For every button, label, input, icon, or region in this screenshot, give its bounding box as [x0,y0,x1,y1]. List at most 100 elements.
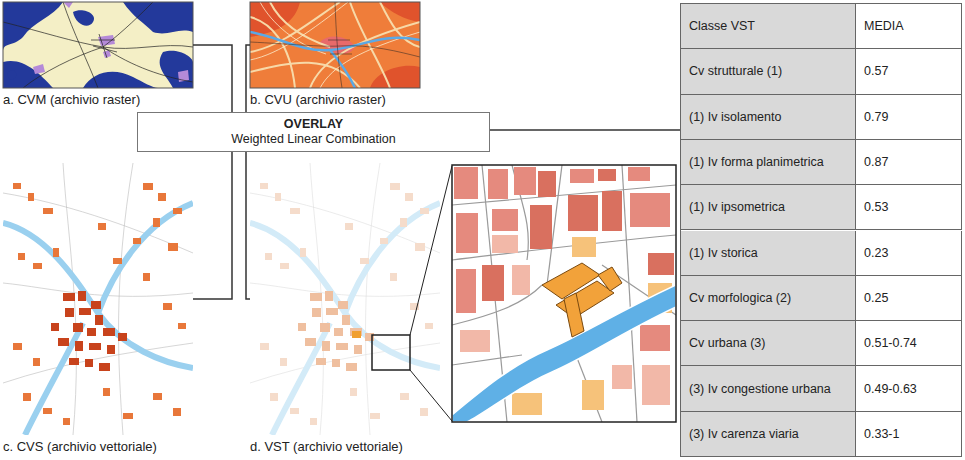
map-shape [492,235,518,253]
map-shape [103,47,193,82]
map-shape [250,32,420,88]
map-shape [250,42,420,57]
map-shape [452,235,676,260]
map-panel: d. VST (archivio vettoriale) [250,163,440,454]
map-shape [456,269,476,313]
table-value-cell: 0.53 [856,185,962,230]
map-shape [250,2,420,88]
map-shape [598,267,622,291]
panel-caption: a. CVM (archivio raster) [3,92,193,107]
map-shape [482,169,674,301]
map-shape [260,2,326,54]
table-class-cell: (3) Iv carenza viaria [681,412,856,457]
map-shape [3,163,193,435]
map-shape [452,165,676,422]
map-shape [454,167,478,199]
table-value-cell: 0.87 [856,140,962,185]
table-value-cell: 0.79 [856,95,962,140]
map-shape [250,2,420,88]
map-shape [3,2,193,88]
table-value-cell: 0.33-1 [856,412,962,457]
map-shape [456,213,478,253]
map-shape [51,291,127,371]
table-value-cell: 0.57 [856,49,962,94]
map-shape [512,265,530,295]
table-leader [490,129,680,131]
zoom-leader [410,166,452,421]
map-shape [460,330,490,352]
data-table: Classe VSTMEDIACv strutturale (1)0.57(1)… [680,3,962,457]
map-shape [452,165,676,422]
map-shape [410,370,452,421]
map-shape [8,70,17,79]
map-shape [410,166,452,335]
map-shape [640,325,670,351]
vst-detail-inset [452,165,676,422]
table-value-cell: 0.25 [856,276,962,321]
box-subtitle: Weighted Linear Combination [231,132,395,147]
connector-line [246,152,250,299]
map-shape [538,171,556,197]
map-panel: c. CVS (archivio vettoriale) [3,163,193,454]
map-shape [598,169,616,181]
table-class-cell: (1) Iv isolamento [681,95,856,140]
map-shape [298,291,374,371]
table-class-cell: Cv strutturale (1) [681,49,856,94]
connector-line [193,152,232,299]
table-class-cell: (3) Iv congestione urbana [681,366,856,411]
map-area [250,163,440,435]
panel-caption: d. VST (archivio vettoriale) [250,439,440,454]
connector-line [193,45,232,112]
map-shape [372,335,410,370]
map-shape [648,253,674,275]
box-title: OVERLAY [284,117,343,132]
map-shape [642,365,670,405]
map-shape [492,209,518,231]
map-shape [3,2,193,88]
map-shape [335,2,342,88]
map-shape [3,2,193,88]
map-shape [3,2,63,52]
map-shape [514,167,536,195]
connector-line [246,45,250,112]
map-shape [3,2,193,88]
vst-vector-map [250,163,440,435]
map-shape [452,165,676,422]
map-shape [33,64,45,74]
map-shape [628,167,650,181]
map-shape [250,163,440,435]
map-shape [250,203,440,435]
map-shape [3,163,193,435]
map-shape [250,2,420,88]
map-shape [250,2,420,88]
map-shape [250,2,348,60]
map-shape [612,365,632,389]
map-shape [568,195,598,231]
map-panel: a. CVM (archivio raster) [3,2,193,107]
cvs-vector-map [3,163,193,435]
map-shape [488,169,508,199]
map-shape [250,2,420,88]
table-value-cell: 0.23 [856,231,962,276]
map-shape [370,66,420,88]
map-shape [328,40,352,54]
cvu-raster-map [250,2,420,88]
map-panel: b. CVU (archivio raster) [250,2,420,107]
map-shape [33,2,189,82]
table-value-cell: MEDIA [856,4,962,49]
map-shape [310,22,420,88]
map-shape [452,355,522,365]
map-shape [250,32,420,50]
map-shape [73,10,94,25]
map-shape [564,293,584,337]
map-shape [250,2,420,88]
map-shape [63,2,98,88]
map-shape [330,50,355,88]
table-class-cell: Classe VST [681,4,856,49]
table-class-cell: (1) Iv ipsometrica [681,185,856,230]
table-class-cell: (1) Iv storica [681,231,856,276]
map-shape [570,169,594,183]
map-shape [3,22,193,48]
map-shape [352,331,361,338]
